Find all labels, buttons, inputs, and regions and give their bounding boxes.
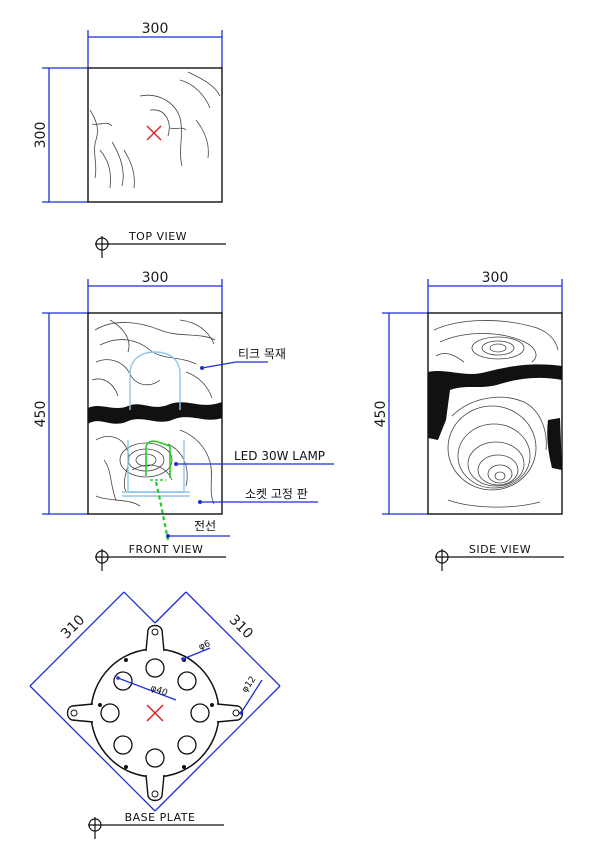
power-wire	[154, 481, 170, 541]
front-view-height-dimension: 450	[33, 312, 88, 515]
top-view-height-label: 300	[33, 122, 49, 149]
side-view-title: SIDE VIEW	[469, 543, 531, 556]
side-view-title-marker: SIDE VIEW	[435, 543, 564, 571]
front-view-title-marker: FRONT VIEW	[95, 543, 226, 571]
side-view-height-dimension: 450	[373, 312, 428, 515]
top-view-width-dimension: 300	[87, 21, 223, 68]
lamp-globe-outline	[122, 351, 190, 497]
hole-callout-a: φ6	[197, 639, 212, 653]
side-view-crack	[428, 364, 562, 440]
hole-callout-b: φ12	[240, 675, 258, 695]
front-view-crack	[88, 402, 222, 424]
base-plate-center-mark	[146, 704, 164, 722]
led-lamp	[145, 440, 171, 481]
top-view-wood-grain	[89, 71, 221, 189]
side-view: 300 450	[373, 270, 564, 571]
top-view-title-marker: TOP VIEW	[95, 230, 226, 258]
label-wire: 전선	[166, 519, 230, 538]
label-socket-plate: 소켓 고정 판	[198, 487, 318, 504]
side-view-width-label: 300	[482, 270, 509, 286]
side-view-outline	[427, 312, 563, 515]
top-view-outline	[87, 67, 223, 203]
side-view-contour-grain	[447, 396, 547, 508]
front-view-title: FRONT VIEW	[129, 543, 204, 556]
front-view: 300 450	[33, 270, 334, 571]
top-view: 300 300	[33, 21, 226, 258]
front-view-height-label: 450	[33, 401, 49, 428]
label-led-lamp: LED 30W LAMP	[174, 449, 334, 466]
base-plate-dim-right-label: 310	[226, 612, 256, 642]
base-plate: 310 310	[29, 591, 281, 839]
side-view-height-label: 450	[373, 401, 389, 428]
top-view-height-dimension: 300	[33, 67, 88, 203]
top-view-width-label: 300	[142, 21, 169, 37]
label-socket-plate-text: 소켓 고정 판	[245, 487, 308, 501]
label-teak-wood-text: 티크 목재	[238, 347, 286, 361]
base-plate-title-marker: BASE PLATE	[88, 811, 224, 839]
side-view-side-knot	[547, 418, 562, 470]
label-led-lamp-text: LED 30W LAMP	[234, 449, 325, 463]
front-view-width-dimension: 300	[87, 270, 223, 313]
base-plate-title: BASE PLATE	[125, 811, 196, 824]
side-view-top-grain	[433, 320, 559, 363]
top-view-title: TOP VIEW	[128, 230, 187, 243]
label-wire-text: 전선	[194, 519, 216, 533]
top-view-center-mark	[146, 125, 162, 141]
front-view-width-label: 300	[142, 270, 169, 286]
base-plate-dim-left-label: 310	[58, 612, 88, 642]
side-view-width-dimension: 300	[427, 270, 563, 313]
label-teak-wood: 티크 목재	[200, 347, 286, 370]
